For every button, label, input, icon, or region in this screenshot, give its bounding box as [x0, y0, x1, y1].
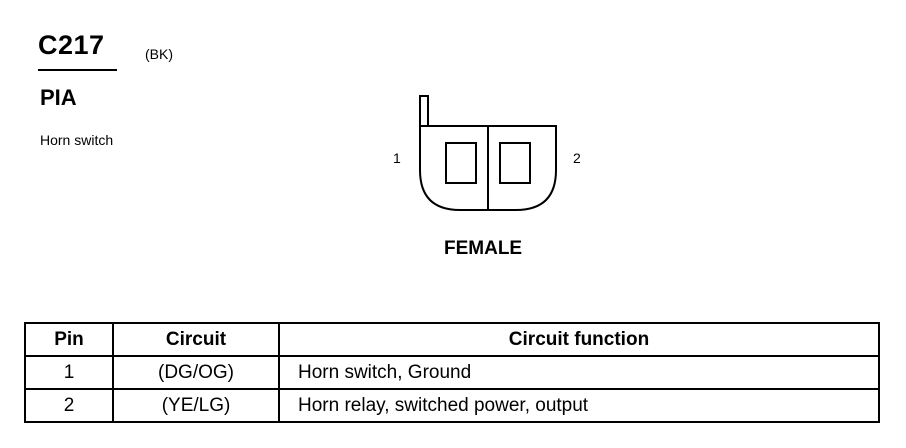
connector-id: C217: [38, 30, 105, 60]
header-pin: Pin: [24, 322, 114, 357]
title-underline: [38, 69, 117, 71]
pin-cavity-2: [499, 142, 531, 184]
header-circuit: Circuit: [112, 322, 280, 357]
connector-housing-outline: [419, 125, 557, 211]
pin-table: Pin Circuit Circuit function 1 (DG/OG) H…: [24, 322, 880, 423]
connector-latch-tab: [419, 95, 429, 127]
pin-cavity-1: [445, 142, 477, 184]
header-circuit-function: Circuit function: [278, 322, 880, 357]
color-code: (BK): [145, 46, 173, 62]
table-row: 2 (YE/LG) Horn relay, switched power, ou…: [24, 388, 880, 423]
connector-gender: FEMALE: [444, 238, 523, 259]
connector-description: Horn switch: [40, 132, 114, 148]
cell-function: Horn switch, Ground: [278, 355, 880, 390]
cell-pin: 2: [24, 388, 114, 423]
cell-circuit: (YE/LG): [112, 388, 280, 423]
location-code: PIA: [40, 85, 77, 110]
cell-function: Horn relay, switched power, output: [278, 388, 880, 423]
cell-pin: 1: [24, 355, 114, 390]
cell-circuit: (DG/OG): [112, 355, 280, 390]
table-header-row: Pin Circuit Circuit function: [24, 322, 880, 357]
table-row: 1 (DG/OG) Horn switch, Ground: [24, 355, 880, 390]
connector-face-diagram: [419, 95, 557, 211]
pin-label-2: 2: [573, 150, 581, 166]
pin-label-1: 1: [393, 150, 401, 166]
